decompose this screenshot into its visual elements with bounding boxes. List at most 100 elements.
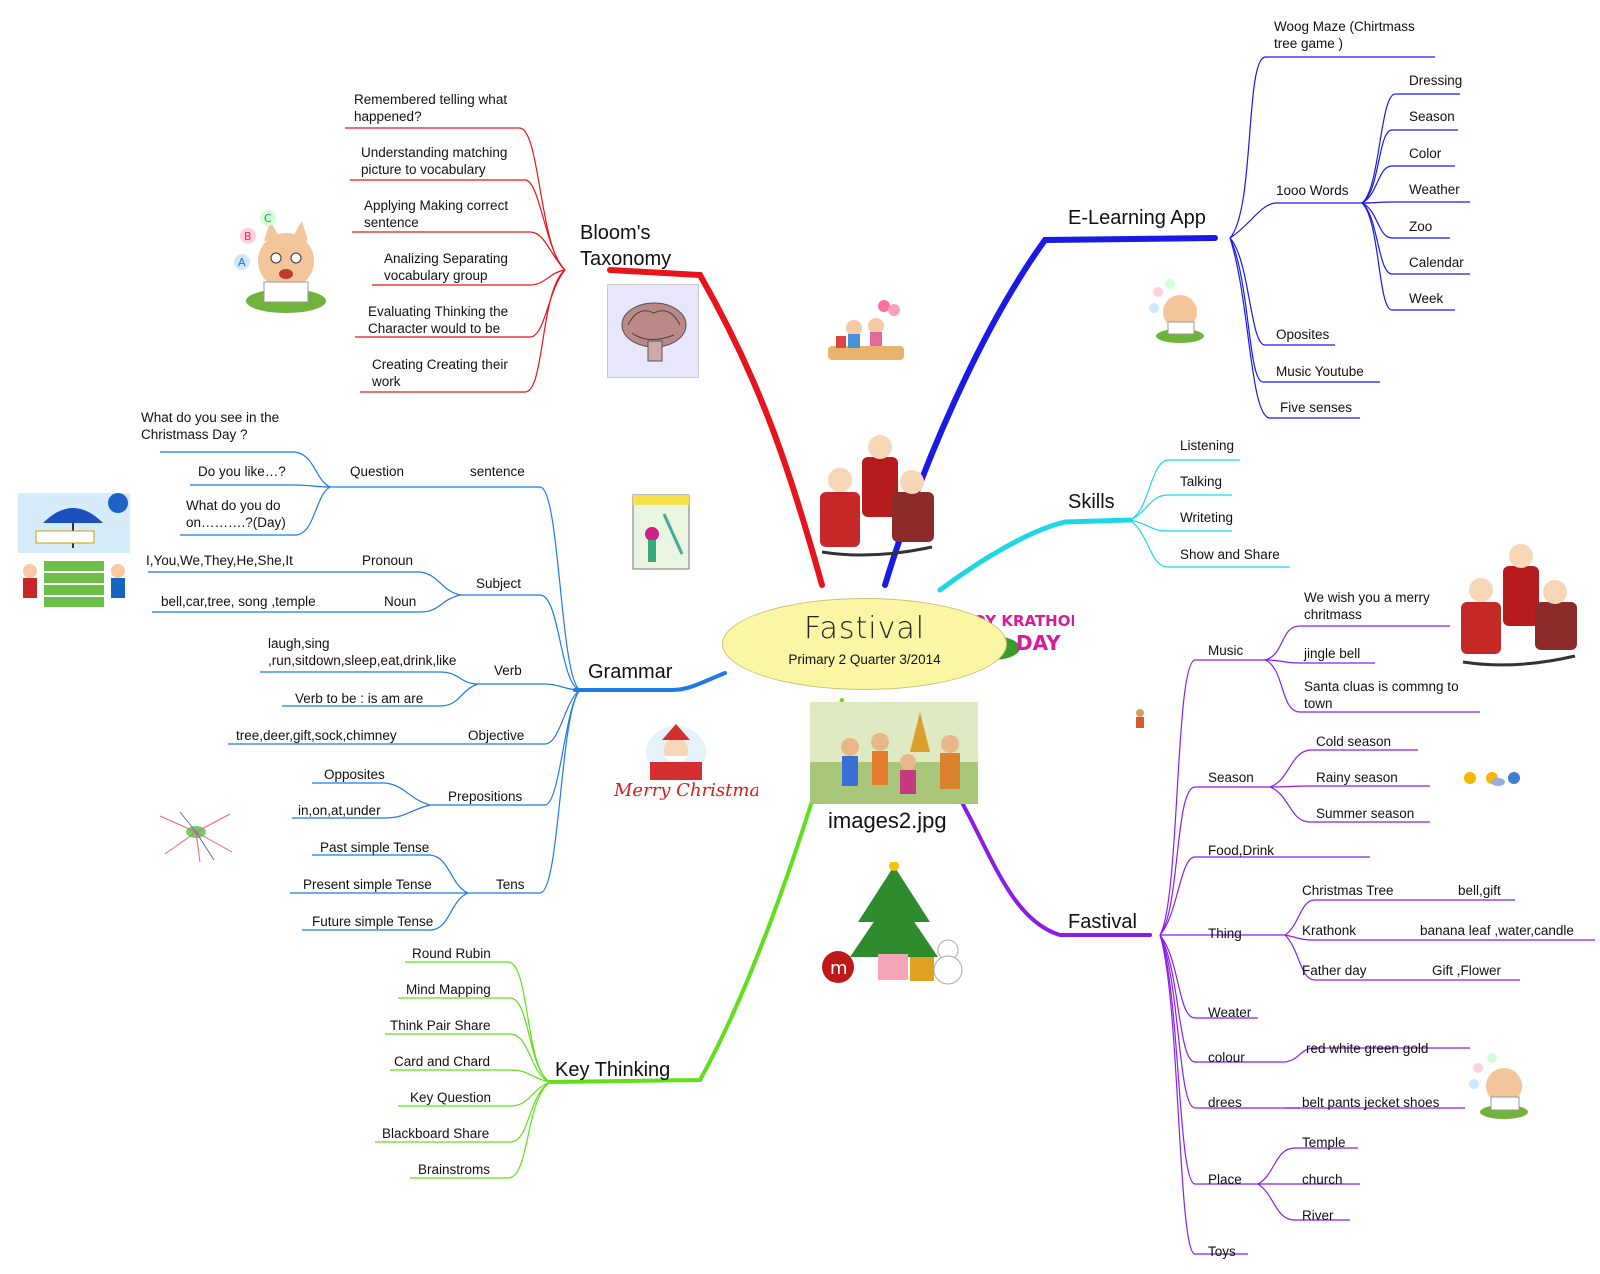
svg-text:A: A (238, 256, 246, 269)
fastival-food-drink[interactable]: Food,Drink (1208, 843, 1275, 858)
blooms-item[interactable]: Creating Creating their work (372, 357, 508, 389)
keythinking-item[interactable]: Key Question (410, 1090, 492, 1105)
grammar-pronoun[interactable]: Pronoun (362, 553, 414, 568)
elearning-woog-maze[interactable]: Woog Maze (Chirtmass tree game ) (1274, 19, 1415, 51)
grammar-question[interactable]: Question (350, 464, 405, 479)
thing-item-value[interactable]: Gift ,Flower (1432, 963, 1502, 978)
blooms-branch (607, 267, 825, 588)
tense-item[interactable]: Past simple Tense (320, 840, 430, 855)
skills-branch (937, 517, 1133, 593)
central-topic-title: Fastival (803, 611, 926, 646)
fastival-toys[interactable]: Toys (1208, 1244, 1236, 1259)
season-item[interactable]: Summer season (1316, 806, 1415, 821)
thing-item-value[interactable]: bell,gift (1458, 883, 1501, 898)
drees-values[interactable]: belt pants jecket shoes (1302, 1095, 1440, 1110)
word-item[interactable]: Weather (1409, 182, 1460, 197)
question-item[interactable]: What do you do on……….?(Day) (186, 498, 286, 530)
abc-cat-reading-small-icon (1149, 279, 1204, 343)
season-item[interactable]: Cold season (1316, 734, 1392, 749)
elearning-oposites[interactable]: Oposites (1276, 327, 1330, 342)
music-item[interactable]: Santa cluas is commng to town (1304, 679, 1459, 711)
keythinking-item[interactable]: Round Rubin (412, 946, 491, 961)
skill-item[interactable]: Listening (1180, 438, 1235, 453)
tense-item[interactable]: Present simple Tense (303, 877, 432, 892)
word-item[interactable]: Dressing (1409, 73, 1463, 88)
blooms-item[interactable]: Understanding matching picture to vocabu… (361, 145, 508, 177)
fastival-drees[interactable]: drees (1208, 1095, 1242, 1110)
brain-icon (621, 302, 687, 362)
elearning-1000-words[interactable]: 1ooo Words (1276, 183, 1349, 198)
preposition-item[interactable]: Opposites (324, 767, 385, 782)
objective-values[interactable]: tree,deer,gift,sock,chimney (236, 728, 397, 743)
word-item[interactable]: Calendar (1409, 255, 1464, 270)
elearning-five-senses[interactable]: Five senses (1280, 400, 1353, 415)
music-item[interactable]: We wish you a merry chritmass (1304, 590, 1430, 622)
skill-item[interactable]: Show and Share (1180, 547, 1280, 562)
fastival-branch (953, 788, 1152, 937)
santa-sleigh-image (820, 435, 934, 557)
grammar-subject[interactable]: Subject (476, 576, 522, 591)
fastival-season[interactable]: Season (1208, 770, 1254, 785)
keythinking-item[interactable]: Think Pair Share (390, 1018, 491, 1033)
grammar-noun[interactable]: Noun (384, 594, 417, 609)
skill-item[interactable]: Writeting (1180, 510, 1234, 525)
word-item[interactable]: Color (1409, 146, 1442, 161)
verb-item[interactable]: laugh,sing ,run,sitdown,sleep,eat,drink,… (268, 636, 457, 668)
weather-forecast-image (632, 494, 690, 570)
grammar-verb[interactable]: Verb (494, 663, 522, 678)
svg-text:DAY: DAY (1016, 631, 1061, 655)
keythinking-item[interactable]: Blackboard Share (382, 1126, 490, 1141)
keythinking-item[interactable]: Card and Chard (394, 1054, 491, 1069)
topic-key-thinking[interactable]: Key Thinking (555, 1059, 671, 1081)
place-item[interactable]: River (1302, 1208, 1334, 1223)
season-item[interactable]: Rainy season (1316, 770, 1398, 785)
verb-item[interactable]: Verb to be : is am are (295, 691, 424, 706)
grammar-tens[interactable]: Tens (496, 877, 525, 892)
grammar-prepositions[interactable]: Prepositions (448, 789, 523, 804)
topic-blooms-taxonomy[interactable]: Bloom's Taxonomy (580, 222, 672, 270)
elearning-music[interactable]: Music Youtube (1276, 364, 1364, 379)
grammar-sentence[interactable]: sentence (470, 464, 525, 479)
music-item[interactable]: jingle bell (1304, 646, 1361, 661)
place-item[interactable]: church (1302, 1172, 1343, 1187)
word-item[interactable]: Zoo (1409, 219, 1433, 234)
fastival-weater[interactable]: Weater (1208, 1005, 1252, 1020)
fastival-music[interactable]: Music (1208, 643, 1244, 658)
tense-item[interactable]: Future simple Tense (312, 914, 434, 929)
keythinking-item[interactable]: Brainstroms (418, 1162, 491, 1177)
grammar-objective[interactable]: Objective (468, 728, 525, 743)
abc-cat-reading-icon: A B C (234, 210, 326, 313)
pronoun-values[interactable]: I,You,We,They,He,She,It (146, 553, 293, 568)
colour-values[interactable]: red white green gold (1306, 1041, 1429, 1056)
blooms-item[interactable]: Analizing Separating vocabulary group (384, 251, 508, 283)
thing-item-name[interactable]: Krathonk (1302, 923, 1357, 938)
fastival-colour[interactable]: colour (1208, 1050, 1245, 1065)
thing-item-name[interactable]: Christmas Tree (1302, 883, 1394, 898)
rainy-weather-dialog-image (18, 493, 130, 607)
fastival-place[interactable]: Place (1208, 1172, 1242, 1187)
blooms-item[interactable]: Evaluating Thinking the Character would … (368, 304, 509, 336)
topic-grammar[interactable]: Grammar (588, 661, 673, 683)
blooms-item[interactable]: Remembered telling what happened? (354, 92, 508, 124)
place-item[interactable]: Temple (1302, 1135, 1346, 1150)
skill-item[interactable]: Talking (1180, 474, 1223, 489)
thing-item-value[interactable]: banana leaf ,water,candle (1420, 923, 1574, 938)
preposition-item[interactable]: in,on,at,under (298, 803, 381, 818)
topic-skills[interactable]: Skills (1068, 491, 1115, 513)
kids-party-image (828, 300, 904, 360)
thing-item-name[interactable]: Father day (1302, 963, 1367, 978)
fastival-thing[interactable]: Thing (1208, 926, 1242, 941)
noun-values[interactable]: bell,car,tree, song ,temple (161, 594, 316, 609)
topic-elearning-app[interactable]: E-Learning App (1068, 207, 1206, 229)
christmas-tree-gifts-image: m (822, 862, 963, 985)
keythinking-item[interactable]: Mind Mapping (406, 982, 491, 997)
question-item[interactable]: What do you see in the Christmass Day ? (141, 410, 280, 442)
central-topic[interactable]: Fastival Primary 2 Quarter 3/2014 (722, 598, 1007, 690)
svg-text:m: m (830, 958, 848, 979)
blooms-item[interactable]: Applying Making correct sentence (364, 198, 509, 230)
question-item[interactable]: Do you like…? (198, 464, 286, 479)
word-item[interactable]: Week (1409, 291, 1444, 306)
topic-fastival[interactable]: Fastival (1068, 911, 1137, 933)
word-item[interactable]: Season (1409, 109, 1455, 124)
